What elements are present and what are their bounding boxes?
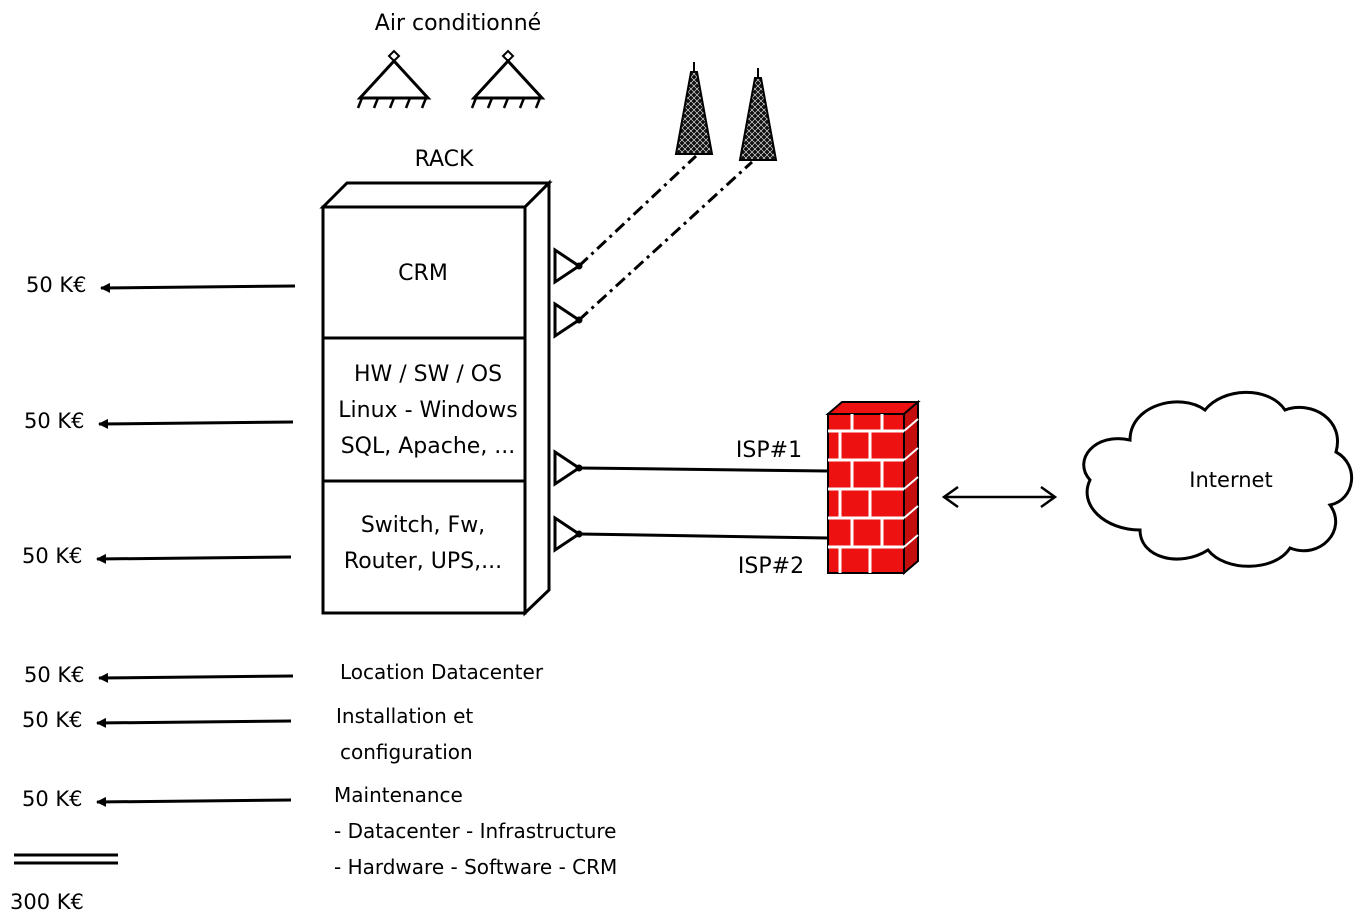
isp2-link [578,532,829,540]
air-conditioner-icon [356,49,432,109]
wireless-link [577,154,698,268]
radio-tower-icon [674,62,714,155]
radio-tower-icon [738,68,778,161]
port-icon [553,515,583,553]
port-icon [553,449,583,487]
cost-label: 50 K€ [22,708,83,732]
cost-arrow [100,282,296,293]
cost-arrow [96,553,292,564]
air-conditioner-icon [470,49,546,109]
cost-label: 50 K€ [26,273,87,297]
maintenance-cost-description: Maintenance [334,783,463,807]
cost-label: 50 K€ [22,787,83,811]
datacenter-cost-description: Location Datacenter [340,660,544,684]
isp1-link [578,466,829,473]
cloud-icon [1082,390,1353,568]
cost-arrow [96,717,292,728]
rack-stack-line: Linux - Windows [338,398,517,423]
maintenance-cost-description: - Datacenter - Infrastructure [334,819,616,843]
cost-label: 50 K€ [24,409,85,433]
isp2-label: ISP#2 [738,554,804,579]
rack-network-line: Switch, Fw, [361,513,485,538]
total-cost-label: 300 K€ [10,890,84,914]
installation-cost-description: configuration [340,740,473,764]
installation-cost-description: Installation et [336,704,473,728]
rack-network-line: Router, UPS,... [344,549,502,574]
rack-crm-section [321,205,527,340]
cost-arrow [96,796,292,807]
air-conditioning-label: Air conditionné [375,11,541,36]
rack-network-section [321,479,527,615]
sum-double-line [14,853,118,865]
rack-stack-line: HW / SW / OS [354,362,502,387]
port-icon [553,247,583,285]
bidirectional-arrow-icon [941,485,1058,509]
port-icon [553,301,583,339]
rack-stack-line: SQL, Apache, ... [341,434,516,459]
internet-label: Internet [1189,468,1272,492]
cost-arrow [98,672,294,683]
maintenance-cost-description: - Hardware - Software - CRM [334,855,617,879]
isp1-label: ISP#1 [736,438,802,463]
rack-label: RACK [415,147,474,172]
wireless-link [577,160,754,322]
cost-label: 50 K€ [24,663,85,687]
rack-crm-label: CRM [398,261,448,286]
cost-arrow [98,418,294,429]
rack-cabinet [319,179,553,617]
brick-firewall-icon [825,399,921,576]
cost-label: 50 K€ [22,544,83,568]
